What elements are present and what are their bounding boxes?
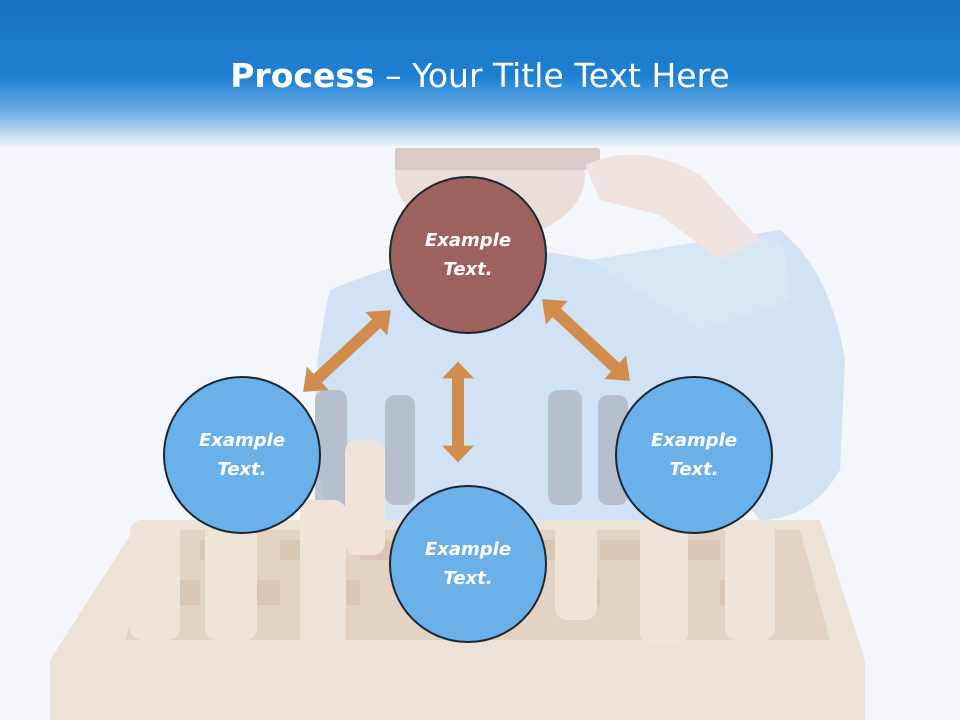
process-node-left: Example Text. <box>163 376 321 534</box>
process-node-top-label: Example Text. <box>424 230 512 280</box>
process-node-bottom: Example Text. <box>389 485 547 643</box>
process-node-top: Example Text. <box>389 176 547 334</box>
slide-title: Process – Your Title Text Here <box>0 54 960 98</box>
process-node-right: Example Text. <box>615 376 773 534</box>
process-node-left-label: Example Text. <box>198 430 286 480</box>
title-rest: – Your Title Text Here <box>374 56 730 95</box>
process-node-right-label: Example Text. <box>650 430 738 480</box>
title-bold: Process <box>230 56 375 95</box>
header-band <box>0 0 960 148</box>
process-node-bottom-label: Example Text. <box>424 539 512 589</box>
